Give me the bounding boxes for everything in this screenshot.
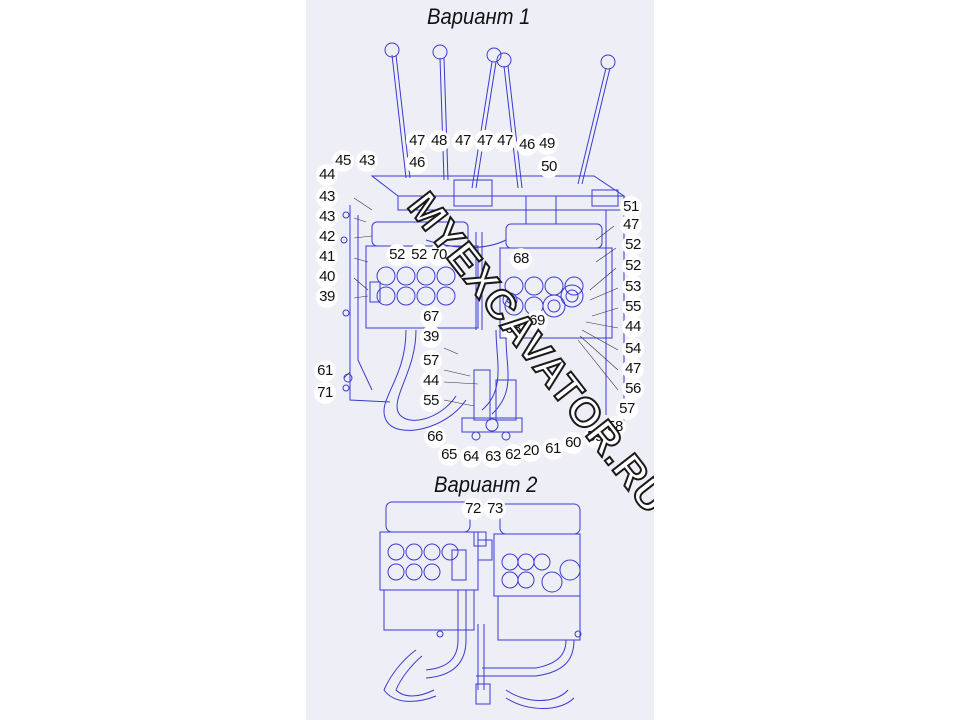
callout-number: 61	[542, 438, 564, 460]
callout-number: 45	[332, 150, 354, 172]
callout-number: 47	[622, 358, 644, 380]
callout-number: 52	[386, 244, 408, 266]
hoses-variant-2	[383, 531, 582, 709]
callout-number: 43	[316, 206, 338, 228]
valve-block-v2-left	[379, 501, 479, 631]
callout-number: 72	[462, 498, 484, 520]
callout-number: 62	[502, 444, 524, 466]
callout-number: 69	[526, 310, 548, 332]
callout-number: 53	[622, 276, 644, 298]
callout-number: 59	[584, 426, 606, 448]
callout-number: 49	[536, 133, 558, 155]
callout-number: 52	[408, 244, 430, 266]
callout-number: 46	[406, 152, 428, 174]
callout-number: 44	[622, 316, 644, 338]
left-plate	[340, 205, 391, 403]
callout-number: 58	[604, 416, 626, 438]
callout-number: 39	[420, 326, 442, 348]
variant-1-title: Вариант 1	[427, 4, 531, 29]
callout-number: 57	[420, 350, 442, 372]
callout-number: 43	[356, 150, 378, 172]
callout-number: 42	[316, 226, 338, 248]
callout-number: 41	[316, 246, 338, 268]
valve-block-v2-right	[477, 503, 581, 641]
valve-block-right	[499, 223, 613, 339]
callout-number: 47	[474, 130, 496, 152]
callout-number: 71	[314, 382, 336, 404]
callout-number: 65	[438, 444, 460, 466]
callout-number: 55	[622, 296, 644, 318]
callout-number: 47	[406, 130, 428, 152]
callout-number: 55	[420, 390, 442, 412]
callout-number: 63	[482, 446, 504, 468]
leader-lines	[343, 197, 619, 407]
callout-number: 43	[316, 186, 338, 208]
callout-number: 57	[616, 398, 638, 420]
callout-number: 68	[510, 248, 532, 270]
callout-number: 47	[620, 214, 642, 236]
callout-number: 50	[538, 156, 560, 178]
callout-number: 52	[622, 234, 644, 256]
callout-number: 44	[420, 370, 442, 392]
callout-number: 20	[520, 440, 542, 462]
hoses-variant-1	[342, 232, 523, 441]
control-levers	[384, 42, 616, 189]
callout-number: 52	[622, 255, 644, 277]
callout-number: 46	[516, 134, 538, 156]
callout-number: 61	[314, 360, 336, 382]
variant-2-title: Вариант 2	[434, 472, 538, 497]
exploded-diagram	[340, 42, 626, 709]
callout-number: 68	[502, 318, 524, 340]
callout-number: 73	[484, 498, 506, 520]
callout-number: 40	[316, 266, 338, 288]
callout-number: 47	[494, 130, 516, 152]
callout-number: 56	[622, 378, 644, 400]
callout-number: 67	[420, 306, 442, 328]
callout-number: 70	[428, 244, 450, 266]
callout-number: 39	[316, 286, 338, 308]
callout-number: 48	[428, 130, 450, 152]
callout-number: 66	[424, 426, 446, 448]
callout-number: 47	[452, 130, 474, 152]
callout-number: 44	[316, 164, 338, 186]
callout-number: 51	[620, 196, 642, 218]
callout-number: 54	[622, 338, 644, 360]
callout-number: 64	[460, 446, 482, 468]
callout-number: 60	[562, 432, 584, 454]
